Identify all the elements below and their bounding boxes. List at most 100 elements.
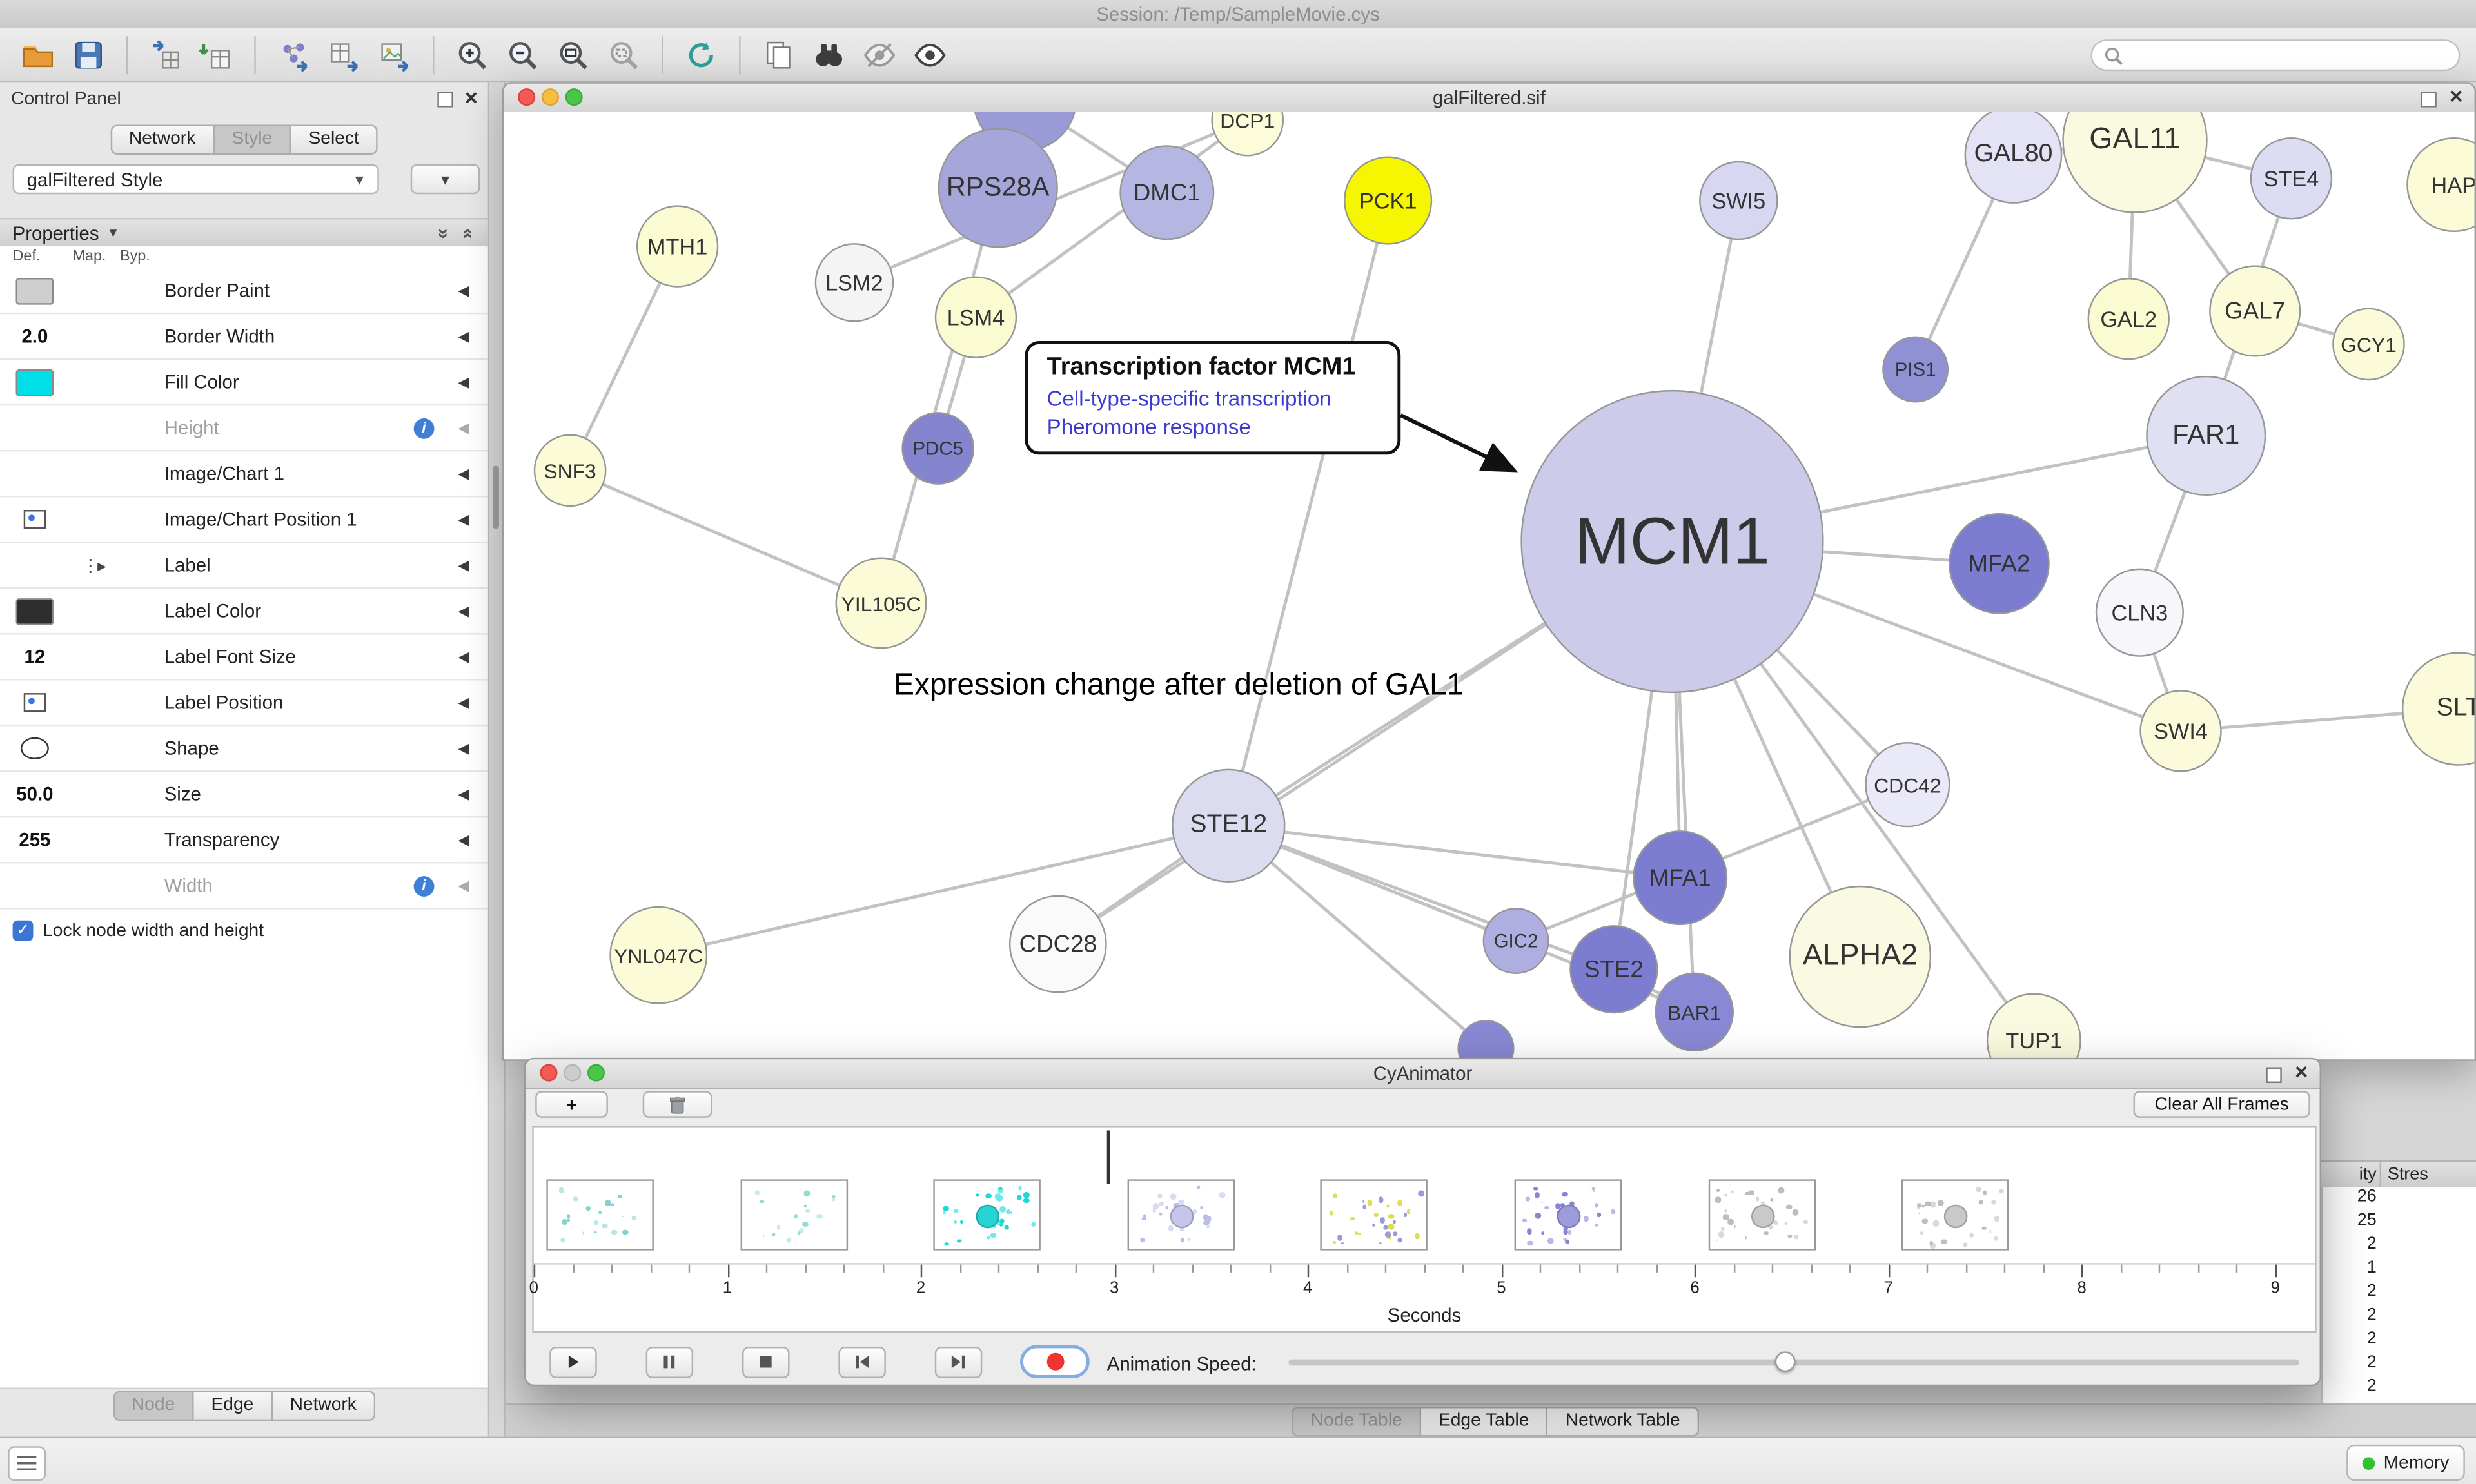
property-row[interactable]: Image/Chart 1◀ — [0, 451, 488, 498]
table-row[interactable]: 2 — [2323, 1329, 2476, 1353]
minimize-traffic-light[interactable] — [564, 1064, 582, 1082]
network-node-swi5[interactable]: SWI5 — [1699, 161, 1778, 240]
network-node-swi4[interactable]: SWI4 — [2139, 690, 2222, 772]
zoom-fit-button[interactable] — [548, 32, 598, 77]
record-button[interactable] — [1020, 1345, 1090, 1378]
network-node-mth1[interactable]: MTH1 — [636, 205, 719, 288]
playhead[interactable] — [1106, 1130, 1110, 1184]
network-node-lsm2[interactable]: LSM2 — [814, 243, 894, 322]
first-neighbors-button[interactable] — [804, 32, 854, 77]
frame-thumbnail[interactable] — [933, 1179, 1041, 1251]
mapping-cell[interactable] — [70, 268, 117, 313]
table-row[interactable]: 2 — [2323, 1235, 2476, 1258]
expand-arrow-icon[interactable]: ◀ — [458, 648, 469, 664]
zoom-out-button[interactable] — [497, 32, 547, 77]
bypass-cell[interactable] — [117, 727, 158, 771]
close-window-icon[interactable]: ✕ — [2448, 88, 2464, 108]
network-node-ynl047c[interactable]: YNL047C — [609, 906, 708, 1004]
pause-button[interactable] — [645, 1346, 694, 1378]
lock-size-checkbox[interactable]: ✓ — [12, 920, 34, 941]
network-canvas[interactable]: Transcription factor MCM1 Cell-type-spec… — [504, 112, 2475, 1060]
export-network-button[interactable] — [268, 32, 319, 77]
network-node-mfa2[interactable]: MFA2 — [1949, 513, 2050, 614]
export-table-button[interactable] — [319, 32, 369, 77]
expand-arrow-icon[interactable]: ◀ — [458, 739, 469, 756]
tab-edge-table[interactable]: Edge Table — [1421, 1407, 1548, 1437]
mapping-cell[interactable] — [70, 864, 117, 908]
default-cell[interactable] — [0, 497, 70, 542]
default-cell[interactable] — [0, 451, 70, 496]
clear-all-frames-button[interactable]: Clear All Frames — [2133, 1091, 2310, 1118]
network-edge[interactable] — [1228, 824, 1680, 880]
collapse-all-icon[interactable]: » — [455, 228, 478, 239]
bypass-cell[interactable] — [117, 451, 158, 496]
annotation-copy-button[interactable] — [753, 32, 803, 77]
network-node-gal80[interactable]: GAL80 — [1964, 112, 2063, 204]
bypass-cell[interactable] — [117, 772, 158, 817]
frame-thumbnail[interactable] — [1127, 1179, 1235, 1251]
network-node-pdc5[interactable]: PDC5 — [901, 412, 975, 485]
network-node-bar1[interactable]: BAR1 — [1655, 972, 1734, 1052]
minimize-traffic-light[interactable] — [542, 88, 559, 106]
frame-thumbnail[interactable] — [546, 1179, 654, 1251]
network-edge[interactable] — [568, 245, 679, 471]
export-image-button[interactable] — [369, 32, 420, 77]
mapping-cell[interactable] — [70, 314, 117, 358]
float-window-icon[interactable] — [437, 92, 453, 108]
property-row[interactable]: Label Color◀ — [0, 589, 488, 635]
default-cell[interactable] — [0, 543, 70, 587]
network-node-cdc28[interactable]: CDC28 — [1008, 895, 1107, 993]
mapping-cell[interactable] — [70, 772, 117, 817]
close-panel-icon[interactable]: ✕ — [464, 90, 479, 109]
memory-button[interactable]: Memory — [2347, 1444, 2465, 1481]
style-options-button[interactable]: ▼ — [410, 164, 480, 195]
network-node-alpha2[interactable]: ALPHA2 — [1789, 885, 1932, 1028]
zoom-in-button[interactable] — [447, 32, 497, 77]
mcm1-annotation-box[interactable]: Transcription factor MCM1 Cell-type-spec… — [1025, 340, 1401, 455]
slider-thumb[interactable] — [1774, 1351, 1796, 1372]
zoom-traffic-light[interactable] — [565, 88, 583, 106]
show-all-button[interactable] — [905, 32, 955, 77]
mapping-cell[interactable] — [70, 451, 117, 496]
close-traffic-light[interactable] — [518, 88, 536, 106]
network-node-lsm4[interactable]: LSM4 — [934, 276, 1017, 358]
network-node-rps28a[interactable]: RPS28A — [938, 128, 1058, 248]
delete-frame-button[interactable] — [642, 1091, 712, 1118]
close-traffic-light[interactable] — [540, 1064, 558, 1082]
table-row[interactable]: 2 — [2323, 1377, 2476, 1401]
expand-arrow-icon[interactable]: ◀ — [458, 785, 469, 801]
expand-arrow-icon[interactable]: ◀ — [458, 282, 469, 298]
frame-thumbnail[interactable] — [1321, 1179, 1428, 1251]
network-edge[interactable] — [879, 187, 1000, 604]
network-node-mcm1[interactable]: MCM1 — [1520, 389, 1824, 694]
zoom-traffic-light[interactable] — [587, 1064, 605, 1082]
play-button[interactable] — [549, 1346, 597, 1378]
hide-selected-button[interactable] — [854, 32, 905, 77]
bypass-cell[interactable] — [117, 589, 158, 633]
bypass-cell[interactable] — [117, 864, 158, 908]
expand-arrow-icon[interactable]: ◀ — [458, 511, 469, 527]
default-cell[interactable]: 50.0 — [0, 772, 70, 817]
network-node-cdc42[interactable]: CDC42 — [1865, 742, 1950, 828]
bypass-cell[interactable] — [117, 543, 158, 587]
network-node-gal2[interactable]: GAL2 — [2087, 278, 2170, 360]
bypass-cell[interactable] — [117, 405, 158, 450]
expand-arrow-icon[interactable]: ◀ — [458, 877, 469, 893]
frame-thumbnail[interactable] — [1514, 1179, 1622, 1251]
bypass-cell[interactable] — [117, 681, 158, 725]
divider-grip[interactable] — [493, 465, 499, 529]
tab-style[interactable]: Style — [214, 124, 291, 155]
save-session-button[interactable] — [63, 32, 113, 77]
expand-all-icon[interactable]: » — [432, 228, 455, 239]
properties-header[interactable]: Properties ▼ » » — [0, 217, 488, 248]
property-row[interactable]: ⋮▸Label◀ — [0, 543, 488, 589]
tab-select[interactable]: Select — [291, 124, 378, 155]
bypass-cell[interactable] — [117, 360, 158, 404]
bypass-cell[interactable] — [117, 818, 158, 863]
tab-node[interactable]: Node — [112, 1391, 194, 1421]
tab-network-table[interactable]: Network Table — [1548, 1407, 1700, 1437]
frame-thumbnail[interactable] — [740, 1179, 848, 1251]
network-node-dmc1[interactable]: DMC1 — [1119, 145, 1215, 240]
